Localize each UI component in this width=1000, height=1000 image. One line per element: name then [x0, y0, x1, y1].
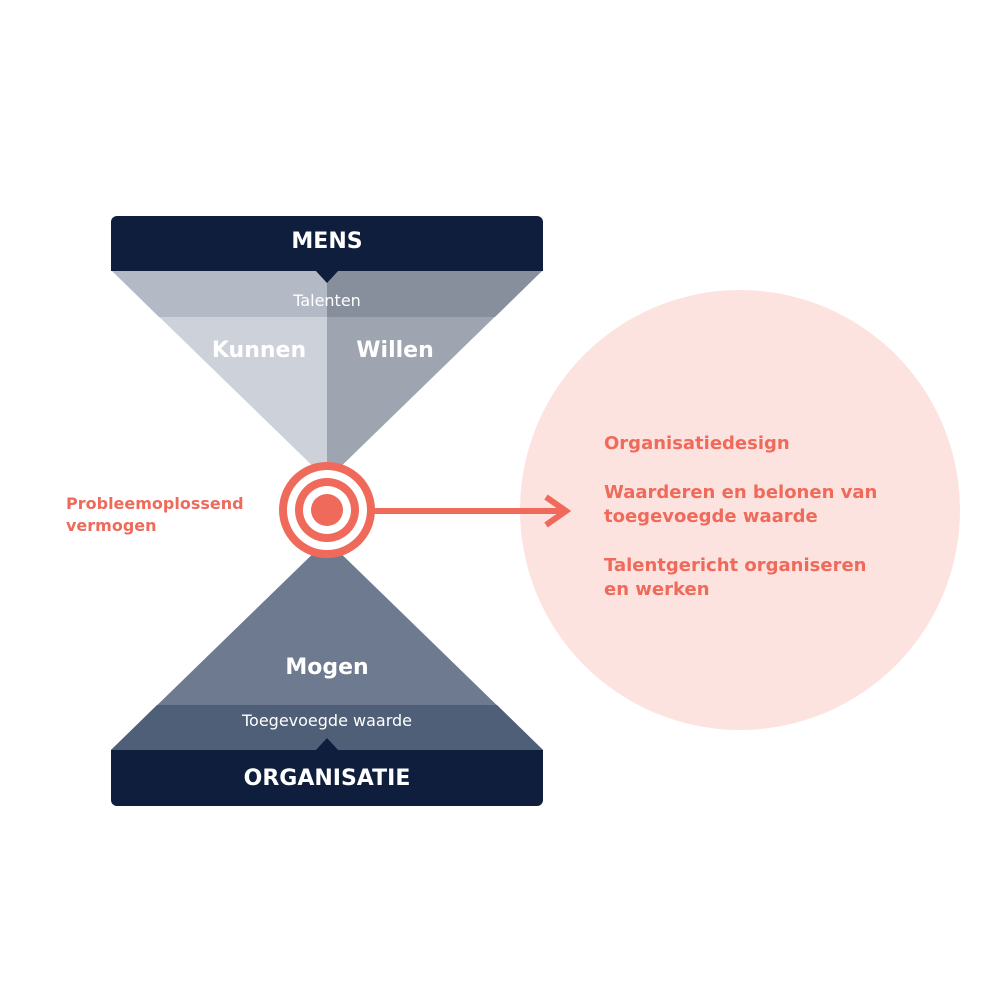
mens-label: MENS — [291, 229, 363, 254]
talenten-band-right — [327, 270, 543, 317]
label-line: vermogen — [66, 516, 157, 535]
target-icon — [279, 462, 375, 558]
talenten-band-left — [111, 270, 327, 317]
organisatie-pointer — [315, 738, 339, 751]
arrow-head-icon — [544, 494, 572, 528]
outcome-item: Talentgericht organiseren en werken — [604, 554, 877, 602]
kunnen-label: Kunnen — [211, 338, 307, 363]
willen-label: Willen — [356, 338, 434, 363]
toegevoegde-waarde-band — [111, 705, 543, 750]
talenten-label: Talenten — [293, 291, 361, 310]
kunnen-segment — [111, 270, 327, 480]
mens-pointer — [315, 270, 339, 283]
outcome-circle — [520, 290, 960, 730]
label-line: Probleemoplossend — [66, 494, 244, 513]
outcome-line: en werken — [604, 579, 710, 600]
outcome-item: Waarderen en belonen van toegevoegde waa… — [604, 481, 877, 529]
mogen-label: Mogen — [285, 655, 369, 680]
outcome-line: Talentgericht organiseren — [604, 555, 867, 576]
outcome-line: toegevoegde waarde — [604, 506, 818, 527]
outcome-line: Organisatiedesign — [604, 433, 790, 454]
outcome-list: Organisatiedesign Waarderen en belonen v… — [604, 432, 877, 602]
outcome-line: Waarderen en belonen van — [604, 482, 878, 503]
willen-segment — [327, 270, 543, 480]
mogen-segment — [111, 540, 543, 750]
organisatie-label: ORGANISATIE — [243, 766, 411, 791]
outcome-item: Organisatiedesign — [604, 432, 877, 456]
probleemoplossend-label: Probleemoplossend vermogen — [66, 493, 244, 537]
toegevoegde-waarde-label: Toegevoegde waarde — [241, 711, 413, 730]
